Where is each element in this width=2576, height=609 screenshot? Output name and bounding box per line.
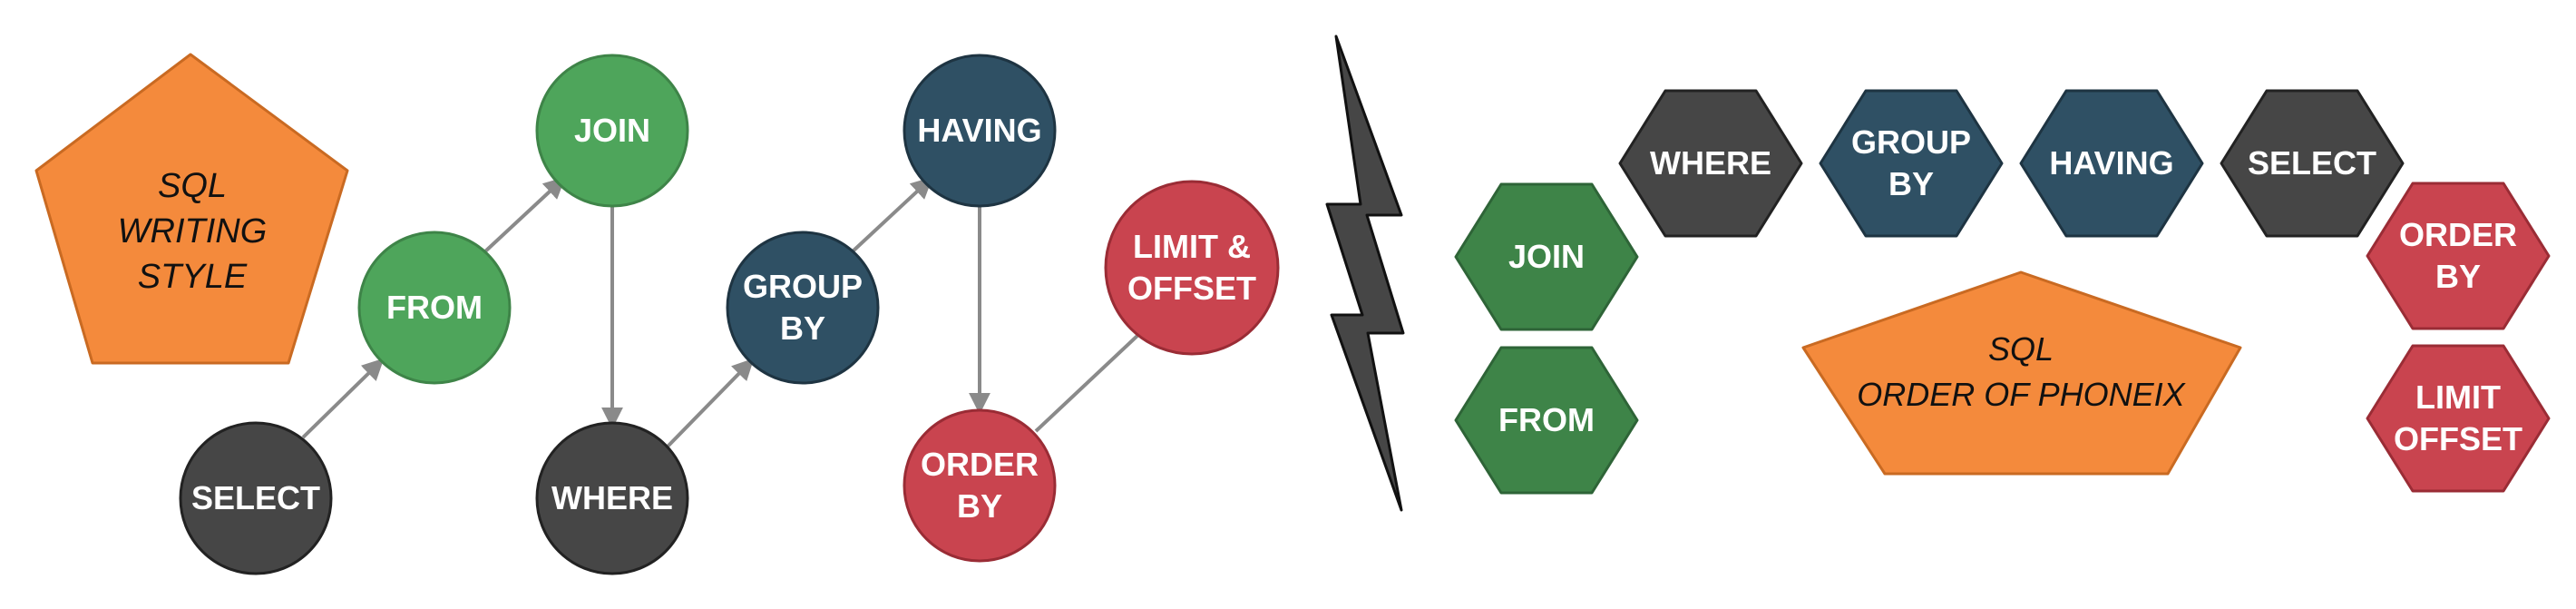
- arrow-order-by-to-limit: [1034, 317, 1157, 433]
- exec-where-label: WHERE: [1650, 144, 1771, 182]
- node-from-label: FROM: [386, 289, 483, 326]
- arrow-from-to-join: [483, 176, 566, 253]
- node-having: HAVING: [903, 54, 1057, 208]
- exec-join: JOIN: [1454, 182, 1639, 331]
- node-limit-offset: LIMIT &OFFSET: [1104, 180, 1280, 356]
- node-from: FROM: [357, 231, 512, 385]
- node-where-label: WHERE: [551, 479, 673, 516]
- exec-from-label: FROM: [1498, 401, 1595, 438]
- exec-from: FROM: [1454, 346, 1639, 495]
- node-limit-offset-label: LIMIT &OFFSET: [1127, 228, 1256, 307]
- exec-where: WHERE: [1618, 89, 1803, 238]
- exec-select-label: SELECT: [2248, 144, 2376, 182]
- lightning-divider-icon: [1325, 34, 1405, 512]
- node-select-label: SELECT: [191, 479, 320, 516]
- arrow-group-by-to-having: [851, 176, 933, 253]
- exec-join-label: JOIN: [1508, 238, 1585, 275]
- node-where: WHERE: [535, 421, 689, 575]
- exec-select: SELECT: [2220, 89, 2405, 238]
- arrow-select-to-from: [301, 358, 385, 439]
- node-join: JOIN: [535, 54, 689, 208]
- node-join-label: JOIN: [574, 112, 650, 149]
- node-having-label: HAVING: [917, 112, 1041, 149]
- flow-arrows: [301, 176, 1157, 449]
- node-select: SELECT: [179, 421, 333, 575]
- exec-having-label: HAVING: [2049, 144, 2173, 182]
- exec-having: HAVING: [2019, 89, 2204, 238]
- arrow-where-to-group-by: [665, 358, 755, 449]
